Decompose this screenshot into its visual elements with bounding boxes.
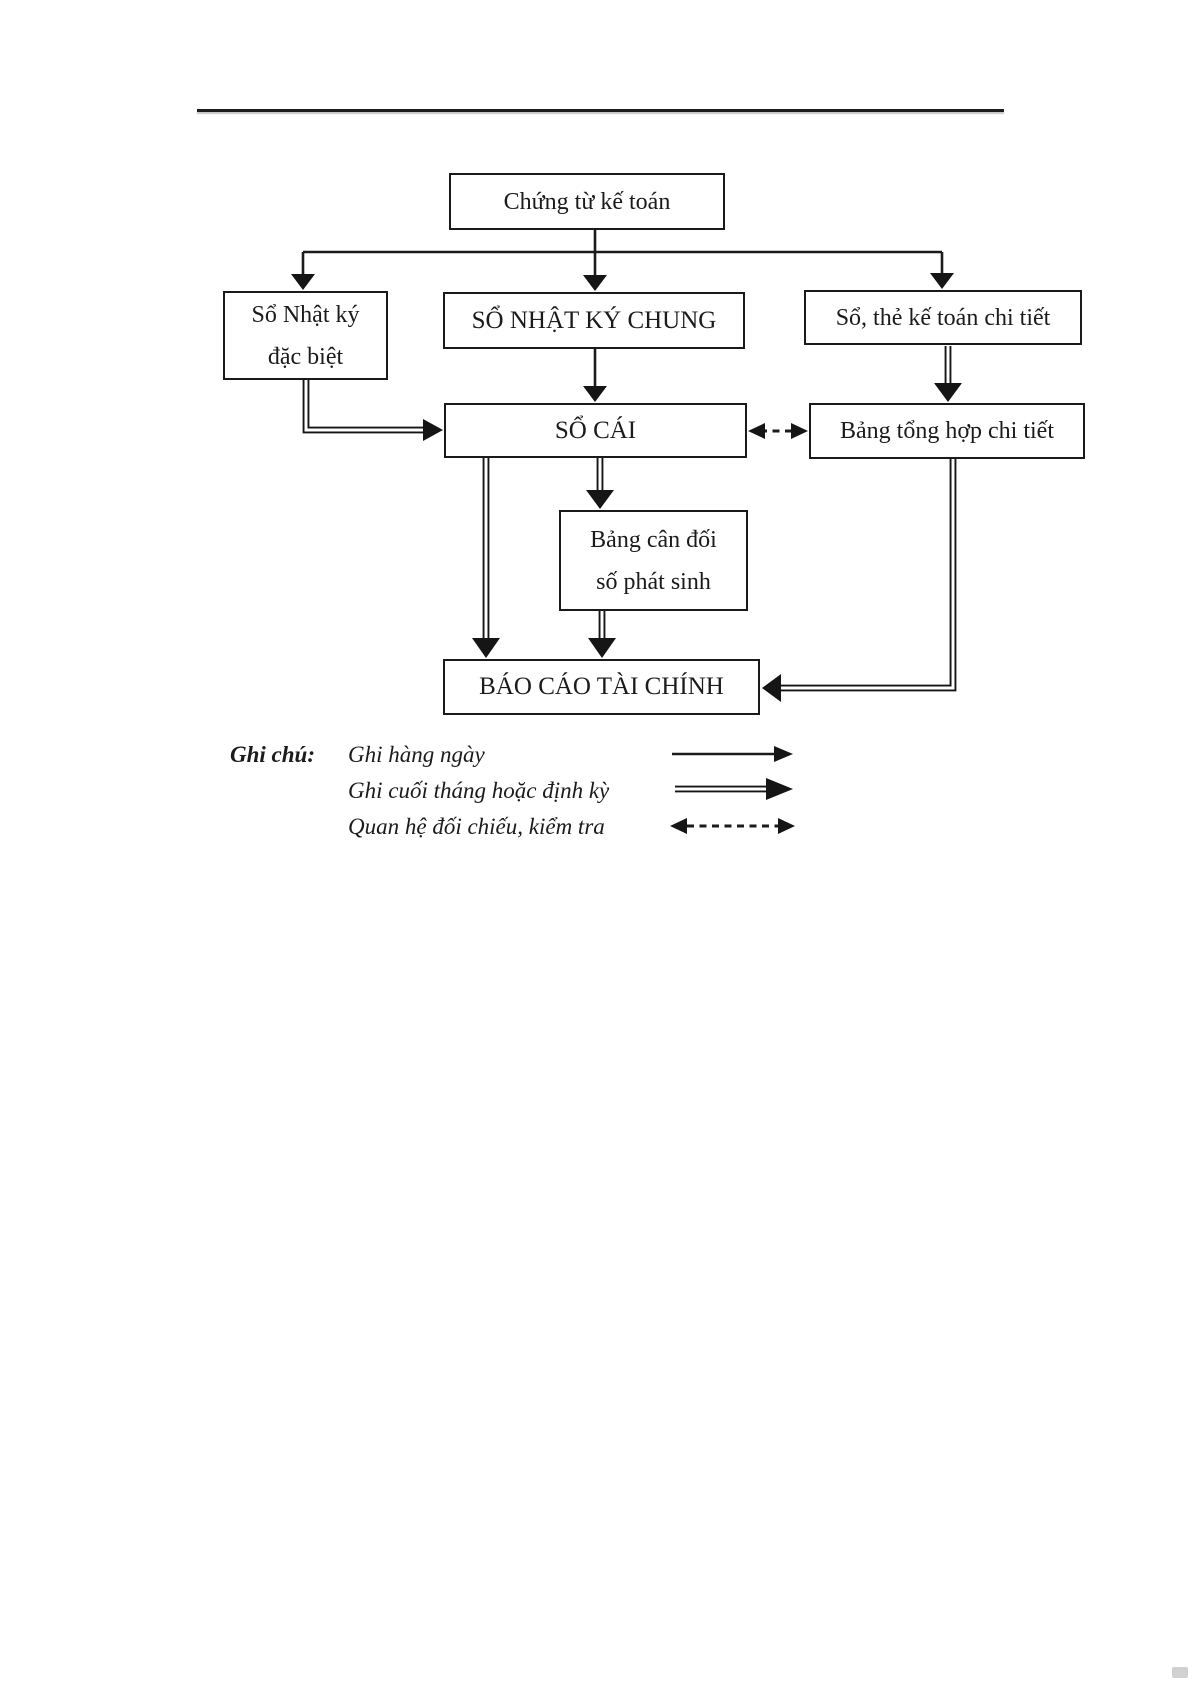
node-so-nhat-ky-dac-biet: Sổ Nhật ký đặc biệt [223,291,388,380]
node-label-line1: Bảng cân đối [590,526,717,553]
arrow-sothe-to-tonghop [934,346,962,402]
legend-title: Ghi chú: [230,742,315,767]
legend-double-line-arrow [675,778,793,800]
node-so-cai: SỔ CÁI [444,403,747,458]
arrow-branch-to-sothe [930,252,954,289]
node-bang-can-doi-so-phat-sinh: Bảng cân đối số phát sinh [559,510,748,611]
node-label: SỔ CÁI [554,416,637,444]
legend-item-reconciliation: Quan hệ đối chiếu, kiểm tra [348,814,605,839]
node-label-line1: Sổ Nhật ký [251,301,360,328]
connector-chungtu-branch [303,229,942,254]
arrow-branch-to-nhatky-dacbiet [291,252,315,290]
node-chung-tu-ke-toan: Chứng từ kế toán [449,173,725,230]
node-label: Chứng từ kế toán [503,188,671,215]
node-label: BÁO CÁO TÀI CHÍNH [479,673,724,700]
legend-dashed-arrow [670,818,795,834]
connector-socai-tonghop-dashed [748,423,808,439]
node-so-nhat-ky-chung: SỔ NHẬT KÝ CHUNG [443,292,745,349]
node-label: Sổ, thẻ kế toán chi tiết [835,304,1051,331]
arrow-nhatkychung-to-socai [583,349,607,402]
legend-item-daily: Ghi hàng ngày [348,742,485,767]
arrow-branch-to-nhatky-chung [583,252,607,291]
node-label-line2: số phát sinh [596,568,711,595]
arrow-dacbiet-to-socai [302,380,443,441]
arrow-candoi-to-baocao [588,610,616,658]
node-label-line2: đặc biệt [267,343,344,370]
header-rule [197,109,1004,112]
node-bao-cao-tai-chinh: BÁO CÁO TÀI CHÍNH [443,659,760,715]
node-label: SỔ NHẬT KÝ CHUNG [471,306,717,334]
page-corner-artifact [1172,1667,1188,1678]
arrow-tonghop-to-baocao [762,459,957,702]
legend-solid-arrow [672,746,793,762]
node-bang-tong-hop-chi-tiet: Bảng tổng hợp chi tiết [809,403,1085,459]
node-label: Bảng tổng hợp chi tiết [840,418,1054,444]
node-so-the-ke-toan-chi-tiet: Sổ, thẻ kế toán chi tiết [804,290,1082,345]
legend-item-monthly: Ghi cuối tháng hoặc định kỳ [348,778,610,803]
arrow-socai-to-baocao [472,458,500,658]
arrow-socai-to-candoi [586,458,614,509]
